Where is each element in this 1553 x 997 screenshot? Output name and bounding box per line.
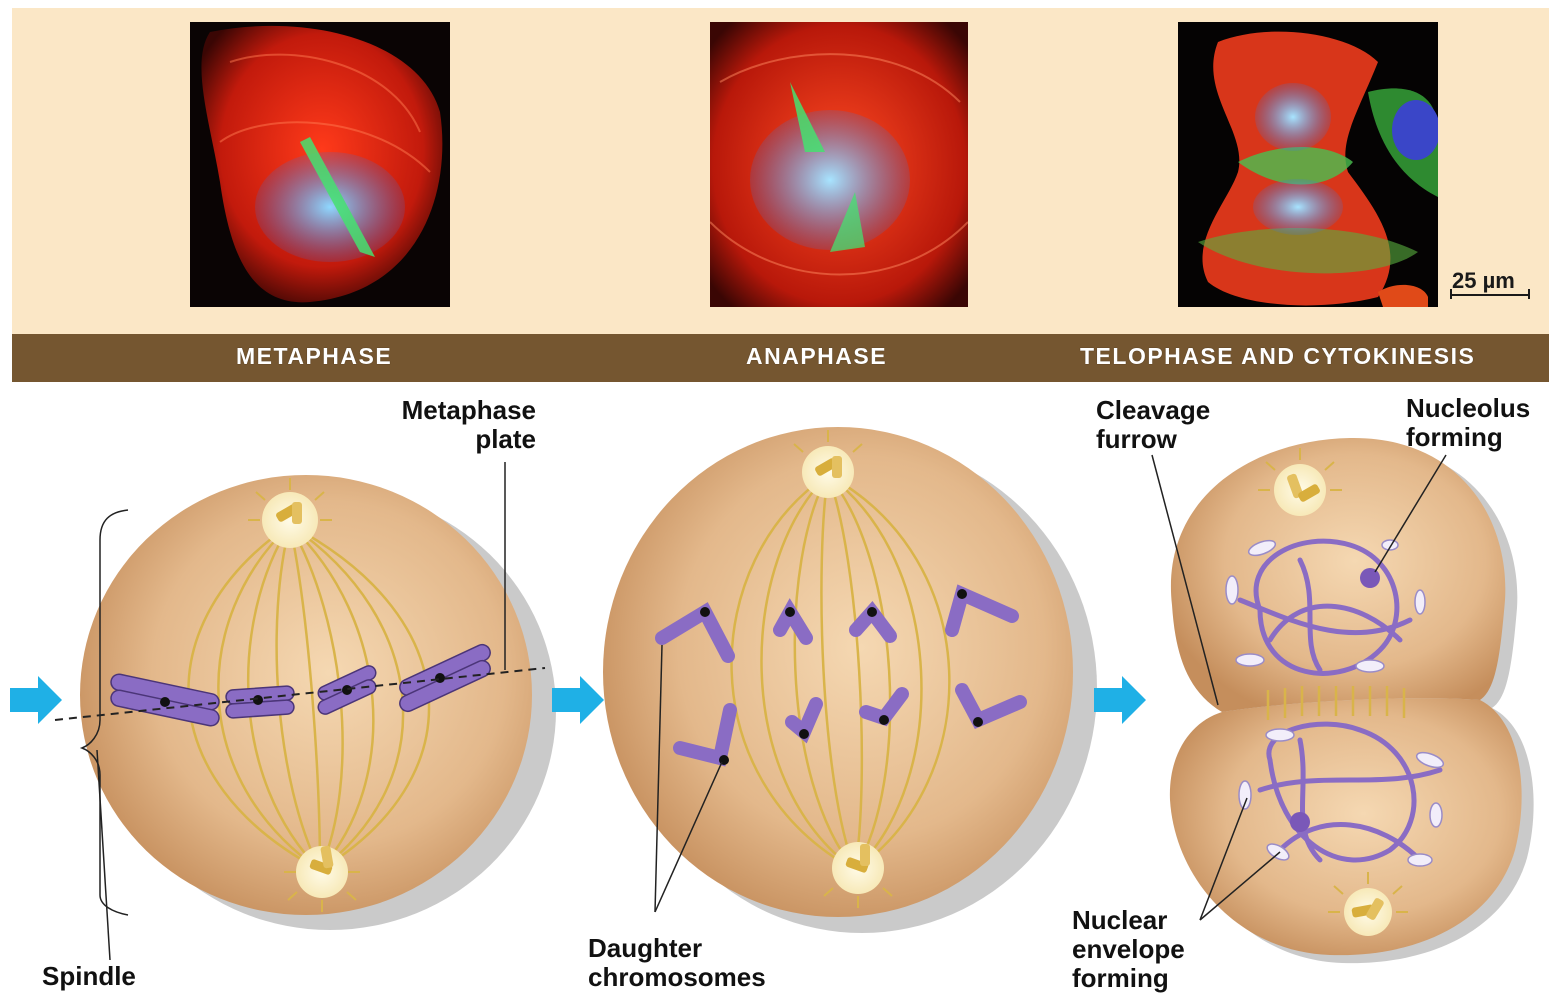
metaphase-plate-line1: Metaphase bbox=[380, 396, 536, 425]
nuclear-envelope-label: Nuclear envelope forming bbox=[1072, 906, 1185, 993]
metaphase-plate-line2: plate bbox=[380, 425, 536, 454]
metaphase-cell bbox=[55, 462, 556, 960]
nuclear-envelope-line1: Nuclear bbox=[1072, 906, 1185, 935]
arrow-icon bbox=[552, 676, 604, 724]
cleavage-furrow-label: Cleavage furrow bbox=[1096, 396, 1210, 454]
anaphase-cell bbox=[603, 427, 1097, 933]
daughter-chromosomes-label: Daughter chromosomes bbox=[588, 934, 766, 992]
cleavage-furrow-line1: Cleavage bbox=[1096, 396, 1210, 425]
nuclear-envelope-line3: forming bbox=[1072, 964, 1185, 993]
spindle-label: Spindle bbox=[42, 962, 136, 991]
cleavage-furrow-line2: furrow bbox=[1096, 425, 1210, 454]
arrow-icon bbox=[1094, 676, 1146, 724]
nuclear-envelope-line2: envelope bbox=[1072, 935, 1185, 964]
telophase-cells bbox=[1152, 438, 1534, 963]
nucleolus-forming-line1: Nucleolus bbox=[1406, 394, 1530, 423]
daughter-line1: Daughter bbox=[588, 934, 766, 963]
arrow-icon bbox=[10, 676, 62, 724]
metaphase-plate-label: Metaphase plate bbox=[380, 396, 536, 454]
nucleolus-forming-line2: forming bbox=[1406, 423, 1530, 452]
nucleolus-forming-label: Nucleolus forming bbox=[1406, 394, 1530, 452]
daughter-line2: chromosomes bbox=[588, 963, 766, 992]
